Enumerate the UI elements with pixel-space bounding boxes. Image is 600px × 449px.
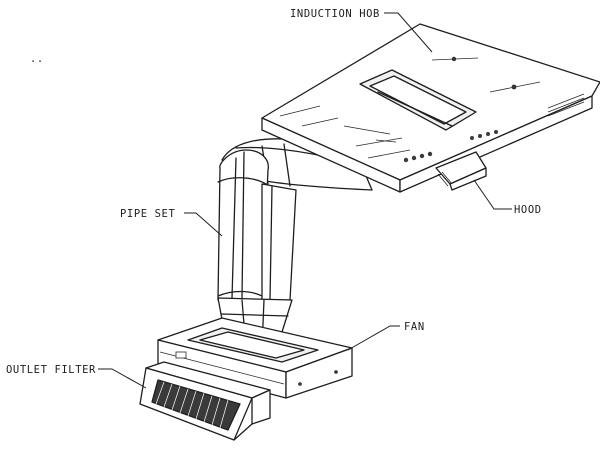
- svg-text:OUTLET FILTER: OUTLET FILTER: [6, 364, 96, 376]
- svg-text:PIPE SET: PIPE SET: [120, 208, 175, 220]
- pipe-set: [217, 138, 373, 349]
- label-hood: HOOD: [473, 179, 542, 216]
- label-induction-hob: INDUCTION HOB: [290, 8, 433, 53]
- label-pipe-set: PIPE SET: [120, 208, 223, 237]
- svg-text:HOOD: HOOD: [514, 204, 542, 216]
- induction-hob: [261, 23, 600, 193]
- fan: [157, 317, 353, 399]
- label-fan: FAN: [347, 321, 425, 351]
- corner-mark: ..: [30, 53, 44, 65]
- svg-text:FAN: FAN: [404, 321, 425, 333]
- hood: [435, 151, 487, 191]
- svg-text:INDUCTION HOB: INDUCTION HOB: [290, 8, 380, 20]
- outlet-filter: [139, 361, 271, 441]
- label-outlet-filter: OUTLET FILTER: [6, 364, 147, 389]
